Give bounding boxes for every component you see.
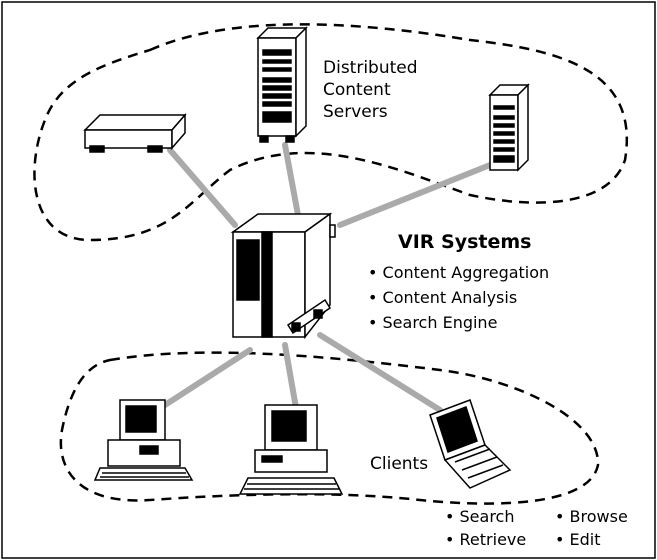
server-flat-box (83, 112, 187, 153)
link-client3 (317, 332, 443, 413)
client-desktop-1 (93, 399, 194, 481)
vir-feature-2: • Content Analysis (368, 288, 517, 307)
servers-label-line2: Content (323, 80, 391, 100)
client-action-browse: • Browse (555, 507, 628, 526)
servers-label-line3: Servers (323, 102, 388, 122)
client-desktop-2 (238, 404, 344, 495)
servers-cloud (33, 23, 628, 242)
clients-label: Clients (370, 454, 428, 474)
link-server3 (337, 162, 493, 228)
vir-feature-3: • Search Engine (368, 313, 497, 332)
link-client2 (282, 342, 299, 411)
server-tower-2 (488, 83, 530, 172)
link-server2 (282, 142, 301, 218)
client-action-retrieve: • Retrieve (445, 530, 526, 549)
vir-mainframe (230, 212, 336, 340)
vir-feature-1: • Content Aggregation (368, 263, 549, 282)
servers-label-line1: Distributed (323, 58, 418, 78)
connections (162, 142, 493, 413)
client-action-edit: • Edit (555, 530, 601, 549)
link-client1 (162, 347, 253, 408)
clients-cloud (59, 351, 600, 505)
vir-title: VIR Systems (398, 231, 531, 253)
link-server1 (167, 147, 238, 228)
server-tower-1 (256, 26, 308, 143)
client-laptop (429, 399, 512, 489)
client-action-search: • Search (445, 507, 515, 526)
